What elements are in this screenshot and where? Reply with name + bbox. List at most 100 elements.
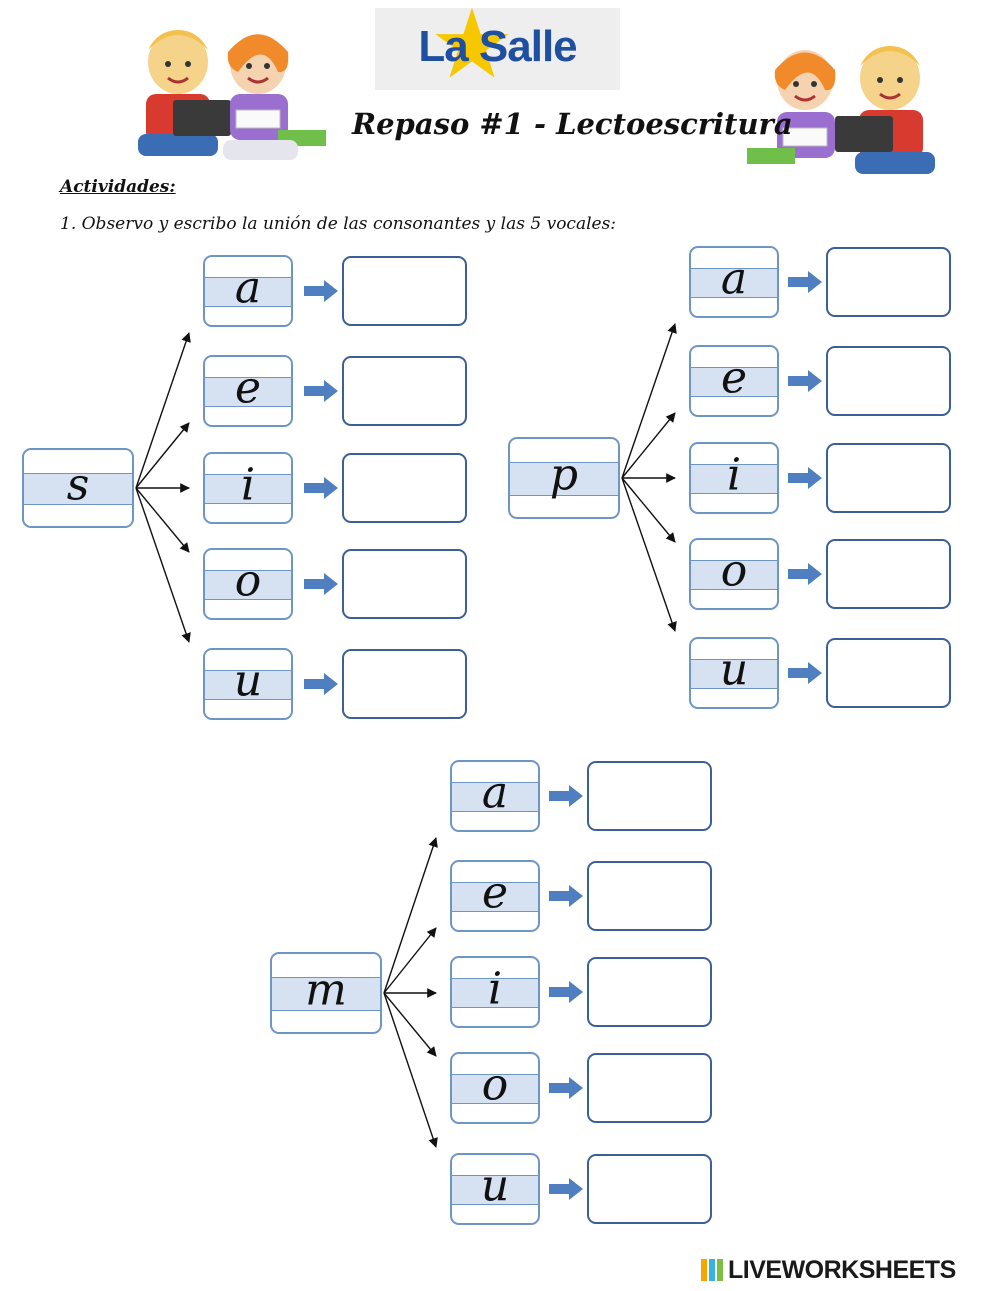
letter-glyph: i — [726, 449, 742, 501]
consonant-box-m: m — [270, 952, 382, 1034]
letter-glyph: i — [487, 963, 503, 1015]
instruction-text: 1. Observo y escribo la unión de las con… — [60, 214, 617, 234]
answer-input-su[interactable] — [344, 651, 465, 717]
answer-box-mo[interactable] — [587, 1053, 712, 1123]
letter-glyph: a — [481, 767, 509, 819]
answer-box-mi[interactable] — [587, 957, 712, 1027]
letter-glyph: i — [240, 459, 256, 511]
letter-glyph: u — [719, 644, 749, 696]
ruled-band — [205, 570, 291, 600]
answer-box-so[interactable] — [342, 549, 467, 619]
vowel-box-m-u: u — [450, 1153, 540, 1225]
answer-input-pu[interactable] — [828, 640, 949, 706]
answer-input-si[interactable] — [344, 455, 465, 521]
letter-glyph: a — [234, 262, 262, 314]
answer-box-pe[interactable] — [826, 346, 951, 416]
right-arrow-icon — [549, 1178, 583, 1200]
vowel-box-s-i: i — [203, 452, 293, 524]
liveworksheets-icon — [701, 1259, 723, 1281]
letter-glyph: e — [234, 362, 262, 414]
answer-input-se[interactable] — [344, 358, 465, 424]
letter-glyph: p — [549, 449, 579, 501]
answer-input-pe[interactable] — [828, 348, 949, 414]
answer-input-pa[interactable] — [828, 249, 949, 315]
letter-glyph: u — [480, 1160, 510, 1212]
vowel-box-s-e: e — [203, 355, 293, 427]
answer-input-so[interactable] — [344, 551, 465, 617]
answer-box-su[interactable] — [342, 649, 467, 719]
kids-laptop-illustration-left — [138, 30, 326, 160]
answer-input-pi[interactable] — [828, 445, 949, 511]
letter-glyph: o — [234, 555, 262, 607]
answer-box-mu[interactable] — [587, 1154, 712, 1224]
answer-box-pi[interactable] — [826, 443, 951, 513]
right-arrow-icon — [304, 477, 338, 499]
vowel-box-s-o: o — [203, 548, 293, 620]
ruled-band — [24, 472, 132, 506]
ruled-band — [452, 882, 538, 912]
right-arrow-icon — [788, 467, 822, 489]
right-arrow-icon — [304, 280, 338, 302]
answer-box-pa[interactable] — [826, 247, 951, 317]
right-arrow-icon — [788, 563, 822, 585]
answer-box-pu[interactable] — [826, 638, 951, 708]
right-arrow-icon — [549, 1077, 583, 1099]
ruled-band — [205, 277, 291, 307]
letter-glyph: m — [305, 964, 347, 1016]
consonant-box-p: p — [508, 437, 620, 519]
answer-input-mu[interactable] — [589, 1156, 710, 1222]
letter-glyph: s — [66, 459, 90, 511]
answer-input-po[interactable] — [828, 541, 949, 607]
page-title: Repaso #1 - Lectoescritura — [352, 107, 793, 141]
ruled-band — [205, 670, 291, 700]
ruled-band — [691, 464, 777, 494]
letter-glyph: a — [720, 253, 748, 305]
answer-box-si[interactable] — [342, 453, 467, 523]
section-heading: Actividades: — [60, 177, 176, 197]
kids-laptop-illustration-right — [747, 46, 935, 174]
ruled-band — [691, 367, 777, 397]
right-arrow-icon — [549, 785, 583, 807]
liveworksheets-footer: LIVEWORKSHEETS — [700, 1256, 996, 1284]
vowel-box-p-i: i — [689, 442, 779, 514]
ruled-band — [272, 977, 380, 1011]
answer-input-mo[interactable] — [589, 1055, 710, 1121]
ruled-band — [691, 659, 777, 689]
right-arrow-icon — [304, 673, 338, 695]
answer-box-me[interactable] — [587, 861, 712, 931]
la-salle-logo: La Salle — [375, 7, 620, 90]
vowel-box-m-o: o — [450, 1052, 540, 1124]
answer-box-ma[interactable] — [587, 761, 712, 831]
letter-glyph: o — [481, 1059, 509, 1111]
vowel-box-s-u: u — [203, 648, 293, 720]
vowel-box-p-e: e — [689, 345, 779, 417]
ruled-band — [510, 462, 618, 496]
answer-input-me[interactable] — [589, 863, 710, 929]
vowel-box-p-u: u — [689, 637, 779, 709]
ruled-band — [452, 978, 538, 1008]
right-arrow-icon — [549, 885, 583, 907]
answer-box-sa[interactable] — [342, 256, 467, 326]
vowel-box-s-a: a — [203, 255, 293, 327]
right-arrow-icon — [304, 573, 338, 595]
consonant-box-s: s — [22, 448, 134, 528]
ruled-band — [452, 1074, 538, 1104]
answer-input-mi[interactable] — [589, 959, 710, 1025]
star-icon — [435, 7, 509, 78]
ruled-band — [452, 782, 538, 812]
footer-brand: LIVEWORKSHEETS — [728, 1256, 956, 1284]
ruled-band — [205, 474, 291, 504]
answer-input-sa[interactable] — [344, 258, 465, 324]
letter-glyph: o — [720, 545, 748, 597]
answer-input-ma[interactable] — [589, 763, 710, 829]
letter-glyph: e — [720, 352, 748, 404]
letter-glyph: e — [481, 867, 509, 919]
vowel-box-m-e: e — [450, 860, 540, 932]
right-arrow-icon — [549, 981, 583, 1003]
answer-box-po[interactable] — [826, 539, 951, 609]
ruled-band — [691, 560, 777, 590]
vowel-box-m-a: a — [450, 760, 540, 832]
right-arrow-icon — [788, 271, 822, 293]
answer-box-se[interactable] — [342, 356, 467, 426]
